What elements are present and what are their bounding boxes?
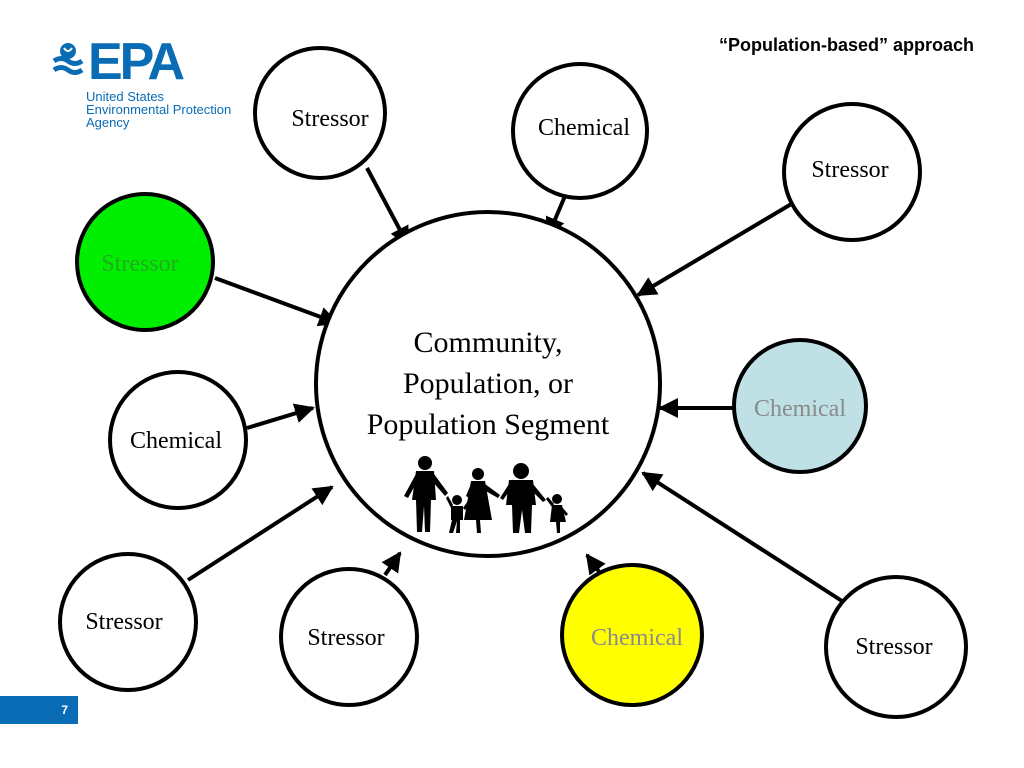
center-label-line-2: Population, or xyxy=(403,367,573,400)
node-stressor-bottom-right: Stressor xyxy=(824,575,968,719)
node-stressor-top-left: Stressor xyxy=(253,46,387,180)
arrow-stressor-green xyxy=(214,276,339,327)
node-stressor-bottom-center: Stressor xyxy=(279,567,419,707)
arrow-stressor-top-right xyxy=(636,201,795,297)
epa-logo: EPA United States Environmental Protecti… xyxy=(48,36,258,140)
agency-name: United States Environmental Protection A… xyxy=(86,90,231,129)
arrow-chemical-left xyxy=(246,403,315,430)
center-node: Community, Population, or Population Seg… xyxy=(314,210,662,558)
node-label: Stressor xyxy=(811,157,888,183)
node-label: Stressor xyxy=(307,625,384,651)
node-chemical-yellow: Chemical xyxy=(560,563,704,707)
family-silhouette-icon xyxy=(404,456,568,533)
center-label-line-1: Community, xyxy=(414,326,563,359)
agency-line-3: Agency xyxy=(86,115,130,130)
node-label: Chemical xyxy=(754,396,846,422)
arrows xyxy=(186,167,844,603)
node-label: Stressor xyxy=(85,609,162,635)
epa-seal-icon xyxy=(52,43,84,75)
node-label: Stressor xyxy=(291,106,368,132)
agency-line-2: Environmental Protection xyxy=(86,102,232,117)
node-stressor-green: Stressor xyxy=(75,192,215,332)
node-label: Chemical xyxy=(591,625,683,651)
arrow-chemical-yellow xyxy=(585,553,606,576)
node-label: Stressor xyxy=(101,251,178,277)
arrow-stressor-bottom-left xyxy=(186,485,334,582)
agency-line-1: United States xyxy=(86,89,165,104)
epa-wordmark: EPA xyxy=(88,33,185,91)
page-number: 7 xyxy=(0,696,78,724)
slide-title: “Population-based” approach xyxy=(718,35,974,55)
center-label-line-3: Population Segment xyxy=(367,408,610,441)
arrow-stressor-bottom-right xyxy=(641,471,844,603)
node-label: Stressor xyxy=(855,634,932,660)
node-chemical-top: Chemical xyxy=(511,62,649,200)
node-label: Chemical xyxy=(538,115,630,141)
arrow-stressor-top-left xyxy=(365,167,410,247)
arrow-stressor-bottom-center xyxy=(381,551,402,577)
node-label: Chemical xyxy=(130,428,222,454)
node-chemical-left: Chemical xyxy=(108,370,248,510)
node-stressor-bottom-left: Stressor xyxy=(58,552,198,692)
node-chemical-light-blue: Chemical xyxy=(732,338,868,474)
node-stressor-top-right: Stressor xyxy=(782,102,922,242)
